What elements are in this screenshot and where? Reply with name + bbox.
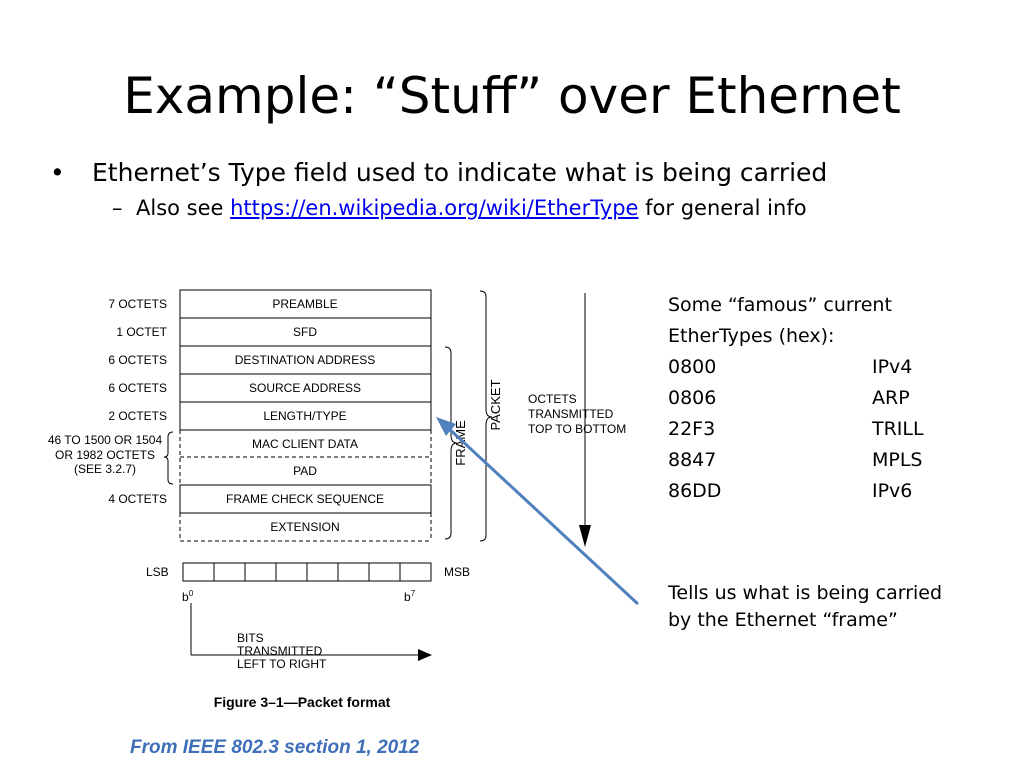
octet-count: 4 OCTETS	[108, 492, 167, 506]
ethertype-hex: 8847	[668, 449, 717, 471]
ethertype-protocol: IPv6	[872, 480, 913, 502]
slide-title: Example: “Stuff” over Ethernet	[123, 67, 901, 125]
ethertype-row: 8847 MPLS	[668, 445, 924, 476]
ethertype-hex: 86DD	[668, 480, 722, 502]
octet-count: 6 OCTETS	[108, 381, 167, 395]
sub-bullet: –Also see https://en.wikipedia.org/wiki/…	[112, 194, 807, 222]
ethertypes-heading: EtherTypes (hex):	[668, 325, 835, 347]
octets-transmitted-label: TRANSMITTED	[528, 407, 614, 421]
ethertype-protocol: IPv4	[872, 356, 913, 378]
variable-octets-label: 46 TO 1500 OR 1504	[48, 433, 163, 447]
bullet-point: • Ethernet’s Type field used to indicate …	[50, 158, 827, 188]
ethertype-hex: 0800	[668, 356, 717, 378]
octets-transmitted-label: OCTETS	[528, 392, 577, 406]
lsb-label: LSB	[146, 565, 169, 579]
octet-count: 1 OCTET	[116, 325, 167, 339]
octets-transmitted-label: TOP TO BOTTOM	[528, 422, 626, 436]
packet-label: PACKET	[488, 379, 503, 430]
octet-count: 7 OCTETS	[108, 297, 167, 311]
field-name: MAC CLIENT DATA	[252, 437, 358, 451]
field-name: DESTINATION ADDRESS	[235, 353, 375, 367]
ethertype-row: 0800 IPv4	[668, 352, 924, 383]
sub-bullet-suffix: for general info	[638, 196, 807, 220]
bits-transmitted-label: LEFT TO RIGHT	[237, 657, 327, 671]
field-name: EXTENSION	[270, 520, 339, 534]
figure-caption: Figure 3–1—Packet format	[214, 694, 391, 710]
annotation-line: by the Ethernet “frame”	[668, 609, 898, 631]
ethertype-protocol: TRILL	[872, 418, 924, 440]
frame-label: FRAME	[453, 420, 468, 466]
ethertypes-heading: Some “famous” current	[668, 294, 892, 316]
b0-label: b0	[182, 589, 194, 604]
field-name: PREAMBLE	[272, 297, 337, 311]
bits-transmitted-label: TRANSMITTED	[237, 644, 323, 658]
annotation-note: Tells us what is being carried by the Et…	[668, 580, 988, 634]
source-citation: From IEEE 802.3 section 1, 2012	[130, 737, 420, 758]
ethertype-row: 22F3 TRILL	[668, 414, 924, 445]
ethertype-protocol: MPLS	[872, 449, 923, 471]
annotation-line: Tells us what is being carried	[668, 582, 943, 604]
variable-octets-label: OR 1982 OCTETS	[55, 448, 155, 462]
ethertype-link[interactable]: https://en.wikipedia.org/wiki/EtherType	[230, 196, 639, 220]
ethertype-hex: 0806	[668, 387, 717, 409]
octet-count: 2 OCTETS	[108, 409, 167, 423]
sub-bullet-marker: –	[112, 196, 123, 220]
b7-label: b7	[404, 589, 416, 604]
bits-arrowhead-icon	[418, 649, 432, 661]
ethertypes-table: Some “famous” current EtherTypes (hex): …	[668, 290, 924, 507]
field-name: PAD	[293, 464, 317, 478]
msb-label: MSB	[444, 565, 470, 579]
ethertype-row: 86DD IPv6	[668, 476, 924, 507]
sub-bullet-prefix: Also see	[136, 196, 231, 220]
variable-octets-label: (SEE 3.2.7)	[74, 462, 136, 476]
packet-format-figure: PREAMBLE SFD DESTINATION ADDRESS SOURCE …	[48, 289, 626, 710]
bits-transmitted-label: BITS	[237, 631, 264, 645]
octet-count: 6 OCTETS	[108, 353, 167, 367]
field-name: FRAME CHECK SEQUENCE	[226, 492, 384, 506]
octets-arrowhead-icon	[579, 525, 591, 547]
field-name: SFD	[293, 325, 317, 339]
bullet-text: Ethernet’s Type field used to indicate w…	[92, 158, 828, 187]
ethertype-hex: 22F3	[668, 418, 716, 440]
bullet-marker: •	[50, 158, 65, 187]
ethertype-protocol: ARP	[872, 387, 910, 409]
field-name: SOURCE ADDRESS	[249, 381, 361, 395]
ethertype-row: 0806 ARP	[668, 383, 924, 414]
field-name: LENGTH/TYPE	[263, 409, 346, 423]
